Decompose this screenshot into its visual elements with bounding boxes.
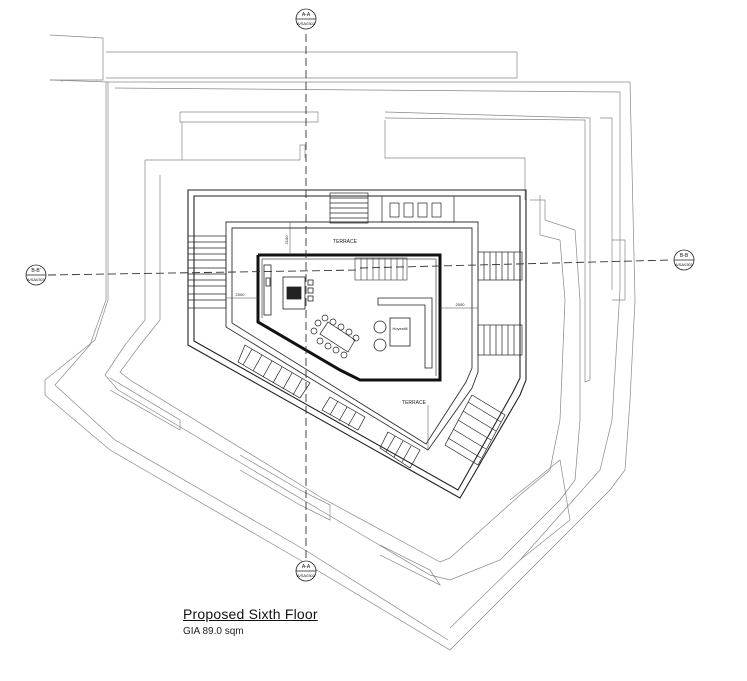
marker-top-label: A-A [302,12,311,18]
section-lines [47,34,673,560]
marker-bottom-ref: A/SA0302 [297,573,316,578]
dimension-west: 2000 [236,292,246,297]
deck-loungers [187,192,523,469]
terrace-south-label: TERRACE [402,400,427,406]
marker-top-ref: A/SA0302 [297,21,316,26]
drawing-title: Proposed Sixth Floor [183,606,318,622]
terrace-north-label: TERRACE [333,239,358,245]
interior-walls [256,253,442,382]
dimension-lines [226,222,478,450]
section-marker-top: A-A A/SA0302 [295,8,317,30]
section-marker-left: B-B' A/SA0301 [25,264,47,286]
living-furniture [373,297,433,369]
staircase [354,257,408,281]
kitchen-island [263,264,314,316]
context-outlines [44,34,636,651]
drawing-caption: Proposed Sixth Floor GIA 89.0 sqm [183,606,318,637]
marker-left-ref: A/SA0301 [27,277,46,282]
plan-labels: TERRACE TERRACE Hovestill 2100 2000 2000 [236,235,466,406]
building-slab [187,189,527,499]
marker-bottom-label: A-A [302,564,311,570]
section-marker-bottom: A-A A/SA0302 [295,560,317,582]
section-marker-right: B-B A/SA0301 [673,249,695,271]
dimension-north: 2100 [284,235,289,245]
room-label: Hovestill [392,326,407,331]
marker-right-ref: A/SA0301 [675,262,694,267]
dining-table [310,314,360,359]
dimension-east: 2000 [456,302,466,307]
marker-right-label: B-B [680,253,689,259]
terrace-boundary [225,221,479,451]
marker-left-label: B-B' [31,268,40,274]
drawing-area: GIA 89.0 sqm [183,626,244,637]
